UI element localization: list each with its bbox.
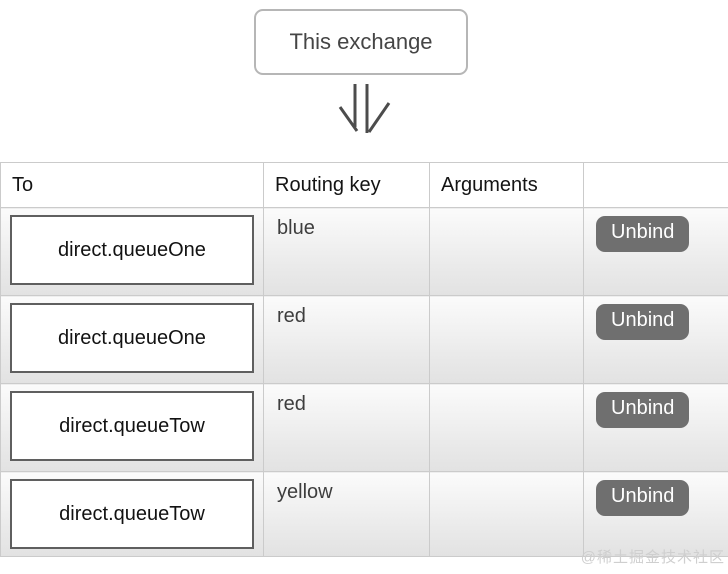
routing-key-cell: yellow (263, 471, 430, 557)
action-cell: Unbind (583, 207, 728, 296)
action-cell: Unbind (583, 471, 728, 557)
binding-row: direct.queueTow red Unbind (0, 383, 728, 472)
to-cell: direct.queueTow (0, 383, 264, 472)
binding-row: direct.queueTow yellow Unbind (0, 471, 728, 557)
this-exchange-node: This exchange (254, 9, 468, 75)
routing-key-cell: red (263, 383, 430, 472)
this-exchange-label: This exchange (289, 29, 433, 54)
action-cell: Unbind (583, 295, 728, 384)
column-header-to: To (0, 162, 264, 208)
action-cell: Unbind (583, 383, 728, 472)
unbind-button[interactable]: Unbind (596, 392, 690, 428)
routing-key-cell: blue (263, 207, 430, 296)
column-header-arguments: Arguments (429, 162, 584, 208)
to-cell: direct.queueTow (0, 471, 264, 557)
column-header-routing-key: Routing key (263, 162, 430, 208)
unbind-button[interactable]: Unbind (596, 304, 690, 340)
binding-row: direct.queueOne blue Unbind (0, 207, 728, 296)
bindings-table: To Routing key Arguments direct.queueOne… (0, 162, 728, 557)
column-header-actions (583, 162, 728, 208)
routing-key-cell: red (263, 295, 430, 384)
watermark-text: @稀土掘金技术社区 (580, 549, 725, 566)
to-cell: direct.queueOne (0, 295, 264, 384)
to-cell: direct.queueOne (0, 207, 264, 296)
arguments-cell (429, 383, 584, 472)
queue-link[interactable]: direct.queueOne (10, 215, 254, 285)
bindings-table-body: direct.queueOne blue Unbind direct.queue… (0, 207, 728, 557)
unbind-button[interactable]: Unbind (596, 480, 690, 516)
double-down-arrow-icon (336, 82, 392, 138)
queue-link[interactable]: direct.queueTow (10, 479, 254, 549)
binding-row: direct.queueOne red Unbind (0, 295, 728, 384)
queue-link[interactable]: direct.queueOne (10, 303, 254, 373)
unbind-button[interactable]: Unbind (596, 216, 690, 252)
arguments-cell (429, 207, 584, 296)
arguments-cell (429, 471, 584, 557)
bindings-table-header-row: To Routing key Arguments (0, 162, 728, 208)
queue-link[interactable]: direct.queueTow (10, 391, 254, 461)
arguments-cell (429, 295, 584, 384)
